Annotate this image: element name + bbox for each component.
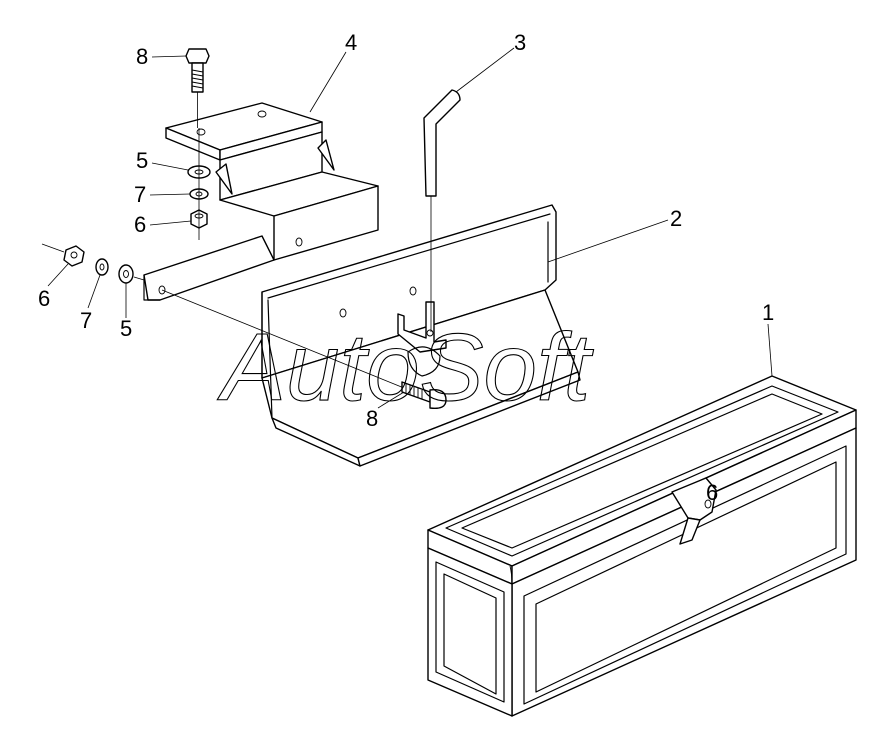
callout-4-label: 4 xyxy=(345,30,357,55)
part-7-lock-washer-left xyxy=(95,258,109,276)
callout-6-top-label: 6 xyxy=(134,212,146,237)
callout-6-left: 6 xyxy=(38,263,69,311)
callout-5-top-label: 5 xyxy=(136,148,148,173)
callout-8-lower-label: 8 xyxy=(366,406,378,431)
callout-4: 4 xyxy=(309,30,357,113)
callout-3: 3 xyxy=(455,30,526,93)
watermark-text: AutoSoft xyxy=(217,314,594,421)
callout-7-left: 7 xyxy=(80,274,101,333)
callout-6-box: 6 xyxy=(706,480,718,505)
callout-3-label: 3 xyxy=(514,30,526,55)
callout-8-top: 8 xyxy=(136,44,187,69)
part-6-nut-left xyxy=(63,245,85,267)
callout-1-label: 1 xyxy=(762,300,774,325)
part-4-upper-bracket xyxy=(143,102,379,301)
callout-8-top-label: 8 xyxy=(136,44,148,69)
callout-5-left: 5 xyxy=(120,283,132,341)
callout-5-left-label: 5 xyxy=(120,316,132,341)
part-3-handle-rod xyxy=(423,89,461,332)
part-8-bolt-lower xyxy=(401,381,447,410)
part-8-bolt-top xyxy=(185,48,210,128)
callout-6-box-label: 6 xyxy=(706,480,718,505)
callout-7-top-label: 7 xyxy=(134,182,146,207)
callout-6-left-label: 6 xyxy=(38,286,50,311)
callout-7-left-label: 7 xyxy=(80,308,92,333)
callout-6-top: 6 xyxy=(134,212,192,237)
callout-8-lower: 8 xyxy=(366,391,405,431)
callout-7-top: 7 xyxy=(134,182,191,207)
part-2-mounting-rail xyxy=(261,204,581,467)
callout-5-top: 5 xyxy=(136,148,189,173)
part-1-tool-box xyxy=(427,375,857,717)
part-5-washer-left xyxy=(118,264,134,284)
callout-2: 2 xyxy=(547,206,682,263)
callout-2-label: 2 xyxy=(670,206,682,231)
callout-1: 1 xyxy=(762,300,774,377)
